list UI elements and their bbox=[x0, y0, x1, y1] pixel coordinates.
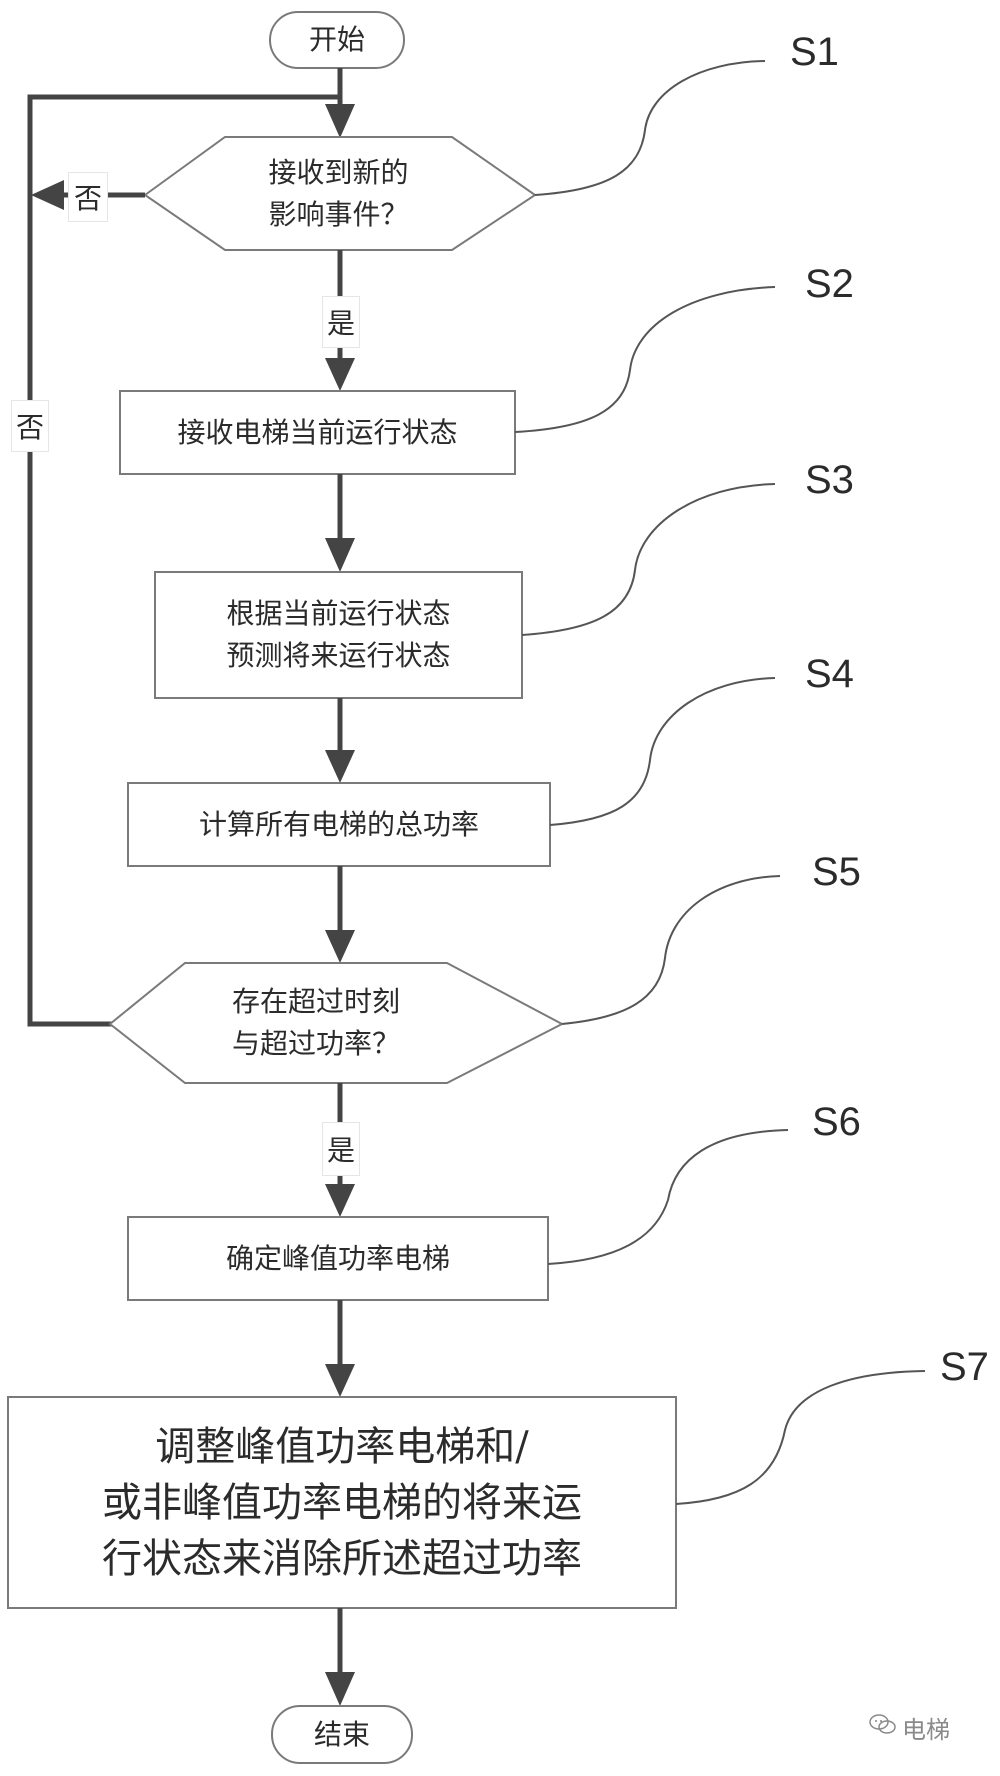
step-id-s7: S7 bbox=[940, 1345, 989, 1389]
watermark: 电梯 bbox=[868, 1710, 950, 1745]
callout-s2 bbox=[514, 286, 776, 433]
step-id-s2: S2 bbox=[805, 262, 854, 306]
end-label: 结束 bbox=[313, 1717, 370, 1751]
arrowhead bbox=[325, 1184, 355, 1217]
step-id-s1: S1 bbox=[790, 30, 839, 74]
start-terminal bbox=[269, 11, 405, 69]
decision-s5-line-1: 存在超过时刻 bbox=[231, 985, 400, 1018]
process-s3-line-1: 根据当前运行状态 bbox=[226, 597, 451, 630]
decision-s5-line-2: 与超过功率？ bbox=[231, 1027, 400, 1060]
step-id-s5: S5 bbox=[812, 850, 861, 894]
end-terminal bbox=[271, 1705, 413, 1764]
decision-s1-text: 接收到新的 影响事件？ bbox=[225, 137, 452, 250]
process-s7-line-3: 行状态来消除所述超过功率 bbox=[102, 1535, 582, 1582]
edge-label-s1-no: 否 bbox=[68, 172, 108, 222]
step-id-s3: S3 bbox=[805, 458, 854, 502]
arrowhead bbox=[325, 104, 355, 138]
arrowhead bbox=[325, 1364, 355, 1397]
callout-s6 bbox=[547, 1129, 789, 1265]
arrowhead bbox=[31, 180, 64, 210]
process-s2-line-1: 接收电梯当前运行状态 bbox=[177, 415, 458, 449]
decision-s1-line-2: 影响事件？ bbox=[268, 197, 409, 231]
loop-back-line bbox=[27, 94, 340, 1027]
process-s2-shape bbox=[119, 390, 516, 475]
step-id-s4: S4 bbox=[805, 652, 854, 696]
edge-label-s5-no: 否 bbox=[11, 400, 49, 452]
process-s4-text: 计算所有电梯的总功率 bbox=[128, 783, 550, 866]
process-s3-line-2: 预测将来运行状态 bbox=[226, 639, 451, 672]
callout-s7 bbox=[675, 1370, 926, 1505]
callout-s4 bbox=[549, 677, 776, 826]
arrowhead bbox=[325, 1672, 355, 1706]
edge-label-s5-yes: 是 bbox=[322, 1122, 360, 1176]
arrowhead bbox=[325, 358, 355, 391]
process-s6-line-1: 确定峰值功率电梯 bbox=[225, 1241, 450, 1275]
start-label: 开始 bbox=[308, 23, 365, 56]
arrowhead bbox=[325, 538, 355, 572]
process-s4-line-1: 计算所有电梯的总功率 bbox=[198, 807, 479, 841]
process-s3-text: 根据当前运行状态 预测将来运行状态 bbox=[155, 572, 522, 698]
watermark-text: 电梯 bbox=[902, 1716, 950, 1744]
process-s7-text: 调整峰值功率电梯和/ 或非峰值功率电梯的将来运 行状态来消除所述超过功率 bbox=[8, 1397, 676, 1608]
process-s2-text: 接收电梯当前运行状态 bbox=[120, 391, 515, 474]
decision-s5-text: 存在超过时刻 与超过功率？ bbox=[185, 963, 447, 1083]
callout-s1 bbox=[534, 60, 766, 196]
process-s3-shape bbox=[154, 571, 523, 699]
arrowhead bbox=[325, 930, 355, 963]
step-id-s6: S6 bbox=[812, 1100, 861, 1144]
wechat-icon bbox=[868, 1712, 898, 1744]
arrowhead bbox=[325, 750, 355, 783]
callout-s3 bbox=[521, 483, 776, 636]
process-s6-shape bbox=[127, 1216, 549, 1301]
callout-s5 bbox=[561, 875, 781, 1025]
decision-s1-line-1: 接收到新的 bbox=[268, 155, 409, 189]
edge-label-s1-yes: 是 bbox=[322, 296, 360, 348]
process-s7-line-2: 或非峰值功率电梯的将来运 bbox=[102, 1479, 582, 1526]
process-s6-text: 确定峰值功率电梯 bbox=[128, 1217, 548, 1300]
process-s7-line-1: 调整峰值功率电梯和/ bbox=[155, 1423, 529, 1470]
